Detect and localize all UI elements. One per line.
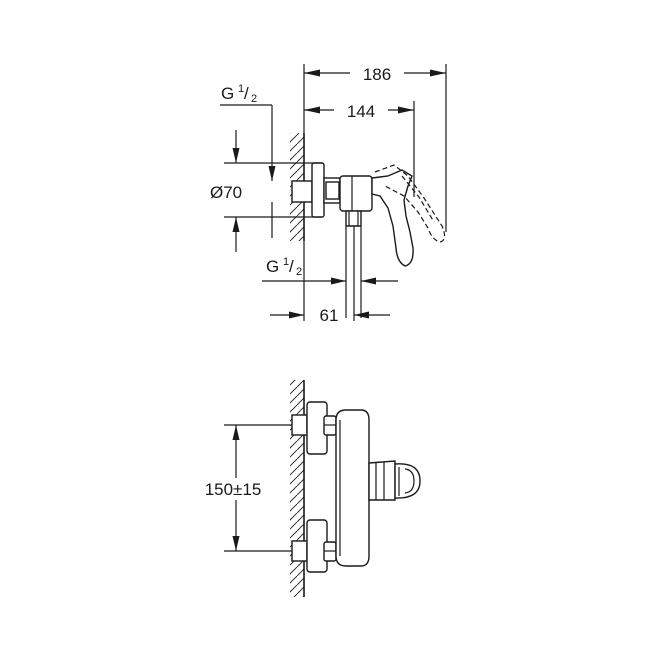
arrow-144-left (304, 106, 320, 114)
handle-cap-front (394, 463, 421, 499)
outlet-side (345, 210, 362, 227)
dim-text-d70: Ø70 (210, 183, 242, 202)
inlet-nipple-bottom (291, 540, 308, 562)
arrow-186-left (304, 69, 320, 77)
dim-text-186: 186 (363, 65, 391, 84)
svg-text:2: 2 (251, 93, 257, 105)
lever-raised-outline (374, 164, 446, 243)
svg-text:2: 2 (296, 266, 302, 278)
lever-side (371, 169, 414, 267)
arrow-186-right (430, 69, 446, 77)
thread-label-inlet: G 1 / 2 (221, 83, 257, 105)
dim-text-61: 61 (320, 306, 339, 325)
cartridge-front (368, 460, 396, 501)
inlet-nipple-side (291, 180, 313, 203)
svg-text:1: 1 (238, 83, 244, 95)
body-front (335, 409, 370, 567)
svg-text:/: / (244, 84, 249, 103)
inlet-nipple-top (291, 414, 308, 436)
svg-text:1: 1 (283, 256, 289, 268)
thread-label-outlet: G 1 / 2 (266, 256, 302, 278)
svg-text:G: G (221, 84, 234, 103)
wall-hatch-front (290, 380, 304, 597)
dim-text-144: 144 (347, 102, 375, 121)
svg-text:/: / (289, 257, 294, 276)
dim-text-150: 150±15 (205, 480, 262, 499)
front-view: 150±15 (200, 380, 421, 597)
nut-side (325, 181, 340, 200)
side-view: 186 144 G 1 / 2 Ø70 (210, 61, 447, 325)
arrow-144-right (398, 106, 414, 114)
svg-text:G: G (266, 257, 279, 276)
escutcheon-side (311, 162, 325, 218)
body-side (339, 175, 373, 212)
